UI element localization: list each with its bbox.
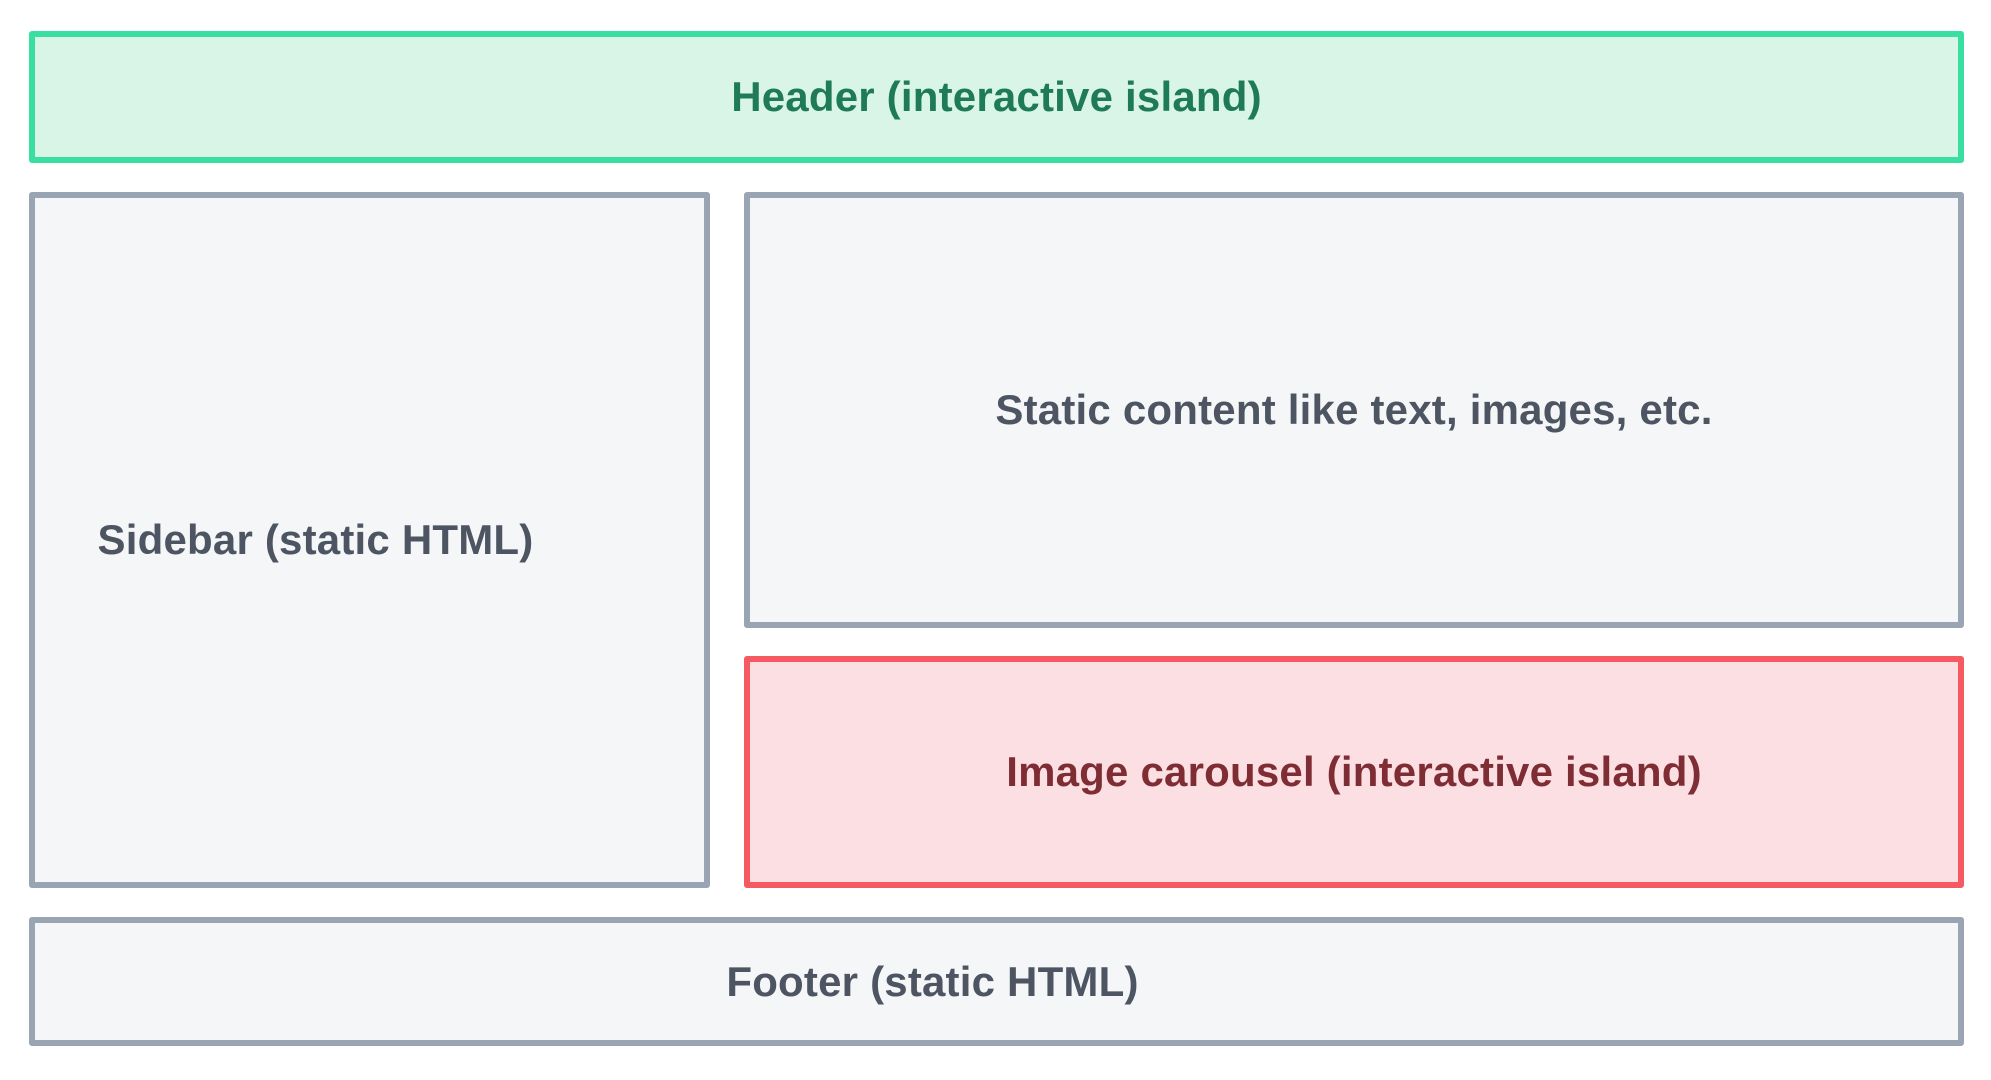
static-content-box: Static content like text, images, etc. xyxy=(744,192,1964,628)
header-box-label: Header (interactive island) xyxy=(731,73,1262,120)
image-carousel-box-label: Image carousel (interactive island) xyxy=(1006,748,1702,795)
footer-static-html-box: Footer (static HTML) xyxy=(29,917,1964,1046)
sidebar-static-html-box: Sidebar (static HTML) xyxy=(29,192,710,888)
sidebar-box-label: Sidebar (static HTML) xyxy=(97,516,534,563)
header-interactive-island-box: Header (interactive island) xyxy=(29,31,1964,163)
image-carousel-interactive-island-box: Image carousel (interactive island) xyxy=(744,656,1964,888)
static-content-box-label: Static content like text, images, etc. xyxy=(995,386,1713,433)
footer-box-label: Footer (static HTML) xyxy=(726,957,1139,1005)
